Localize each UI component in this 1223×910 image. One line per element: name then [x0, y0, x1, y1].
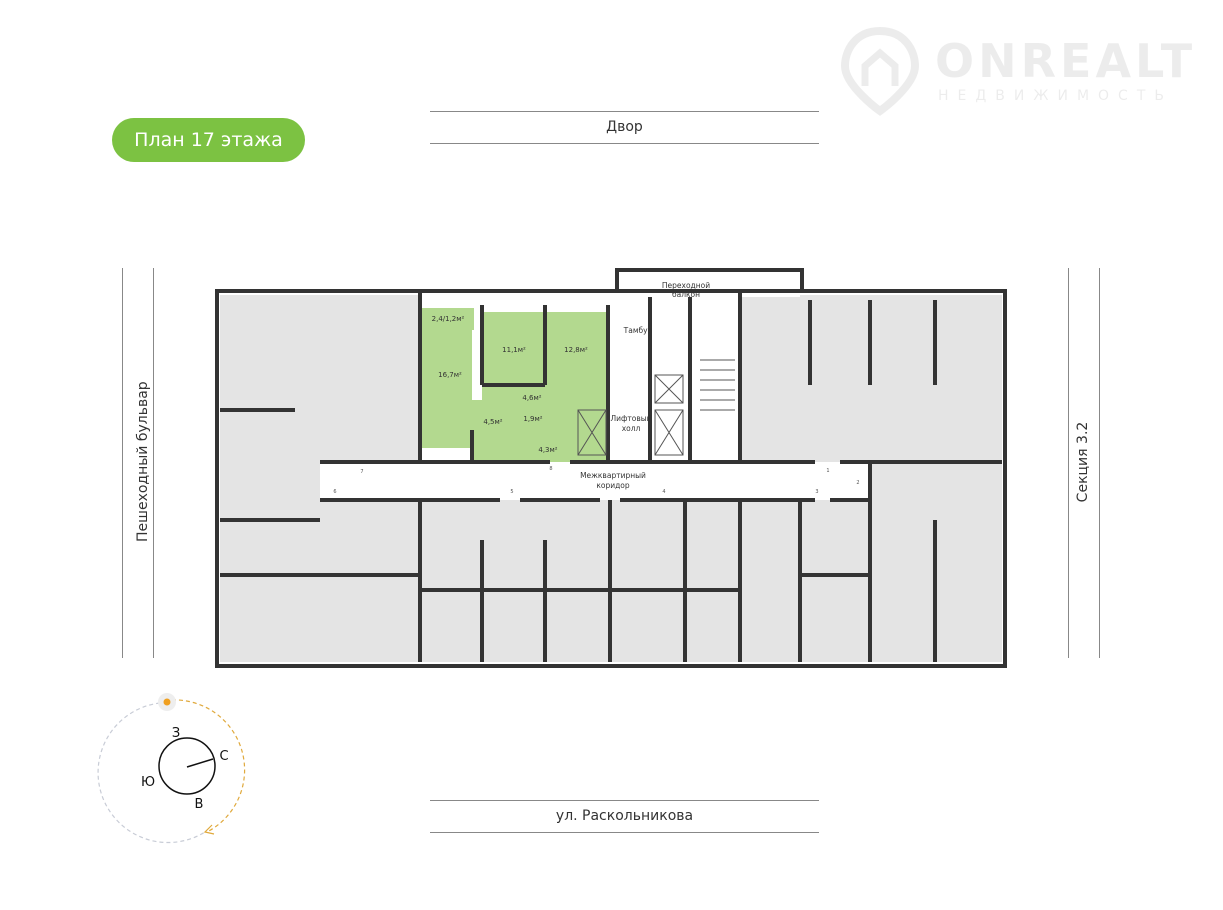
door-number: 6: [333, 489, 336, 495]
compass-east: В: [195, 797, 204, 812]
vestibule-label: Тамбур: [623, 326, 653, 335]
door-number: 7: [360, 469, 363, 475]
door-number: 1: [826, 468, 829, 474]
room-area: 12,8м²: [564, 346, 588, 354]
balcony-label: Переходной: [662, 281, 710, 290]
apartment-left[interactable]: [220, 462, 320, 662]
street-label-bottom: ул. Раскольникова: [555, 808, 694, 824]
elevator-hall-label: Лифтовый: [610, 414, 651, 423]
room-area: 4,6м²: [522, 394, 541, 402]
door-numbers: 7 8 1 2 6 5 4 3: [333, 466, 859, 495]
street-line: [1068, 268, 1069, 658]
building-outline: [215, 289, 1007, 668]
onrealt-watermark: [840, 26, 920, 120]
apartment-bottom-3[interactable]: [610, 500, 740, 662]
compass-south: Ю: [141, 775, 155, 790]
corridor-label: коридор: [596, 481, 630, 490]
apartment-bottom-2[interactable]: [420, 500, 610, 662]
street-line: [122, 268, 123, 658]
apartment-top-left[interactable]: [220, 295, 420, 462]
door-number: 4: [662, 489, 665, 495]
room-area: 1,9м²: [523, 415, 542, 423]
balcony-label: балкон: [672, 290, 700, 299]
logo-name: ONREALT: [935, 34, 1197, 88]
door-number: 3: [815, 489, 818, 495]
floor-plan-badge: План 17 этажа: [112, 118, 305, 162]
room-areas: 2,4/1,2м² 16,7м² 11,1м² 12,8м² 4,6м² 4,5…: [432, 315, 588, 454]
room-area: 4,5м²: [483, 418, 502, 426]
room-area: 2,4/1,2м²: [432, 315, 465, 323]
room-area: 16,7м²: [438, 371, 462, 379]
compass: З С Ю В: [97, 693, 246, 844]
door-number: 8: [549, 466, 552, 472]
street-line: [430, 111, 819, 112]
street-line: [430, 143, 819, 144]
corridor-label: Межквартирный: [580, 471, 646, 480]
door-number: 5: [510, 489, 513, 495]
street-line: [430, 832, 819, 833]
house-pin-icon: [840, 26, 920, 116]
street-line: [153, 268, 154, 658]
elevator-hall-label: холл: [622, 424, 641, 433]
room-area: 4,3м²: [538, 446, 557, 454]
arrow-icon: [203, 824, 215, 835]
apartment-bottom-4[interactable]: [740, 500, 870, 662]
street-line: [430, 800, 819, 801]
apartment-bottom-1[interactable]: [320, 500, 420, 662]
compass-north: С: [219, 749, 228, 764]
room-area: 11,1м²: [502, 346, 526, 354]
door-number: 2: [856, 480, 859, 486]
compass-west: З: [172, 726, 180, 741]
street-line: [1099, 268, 1100, 658]
street-label-top: Двор: [606, 119, 643, 135]
logo-tagline: НЕДВИЖИМОСТЬ: [938, 88, 1173, 104]
